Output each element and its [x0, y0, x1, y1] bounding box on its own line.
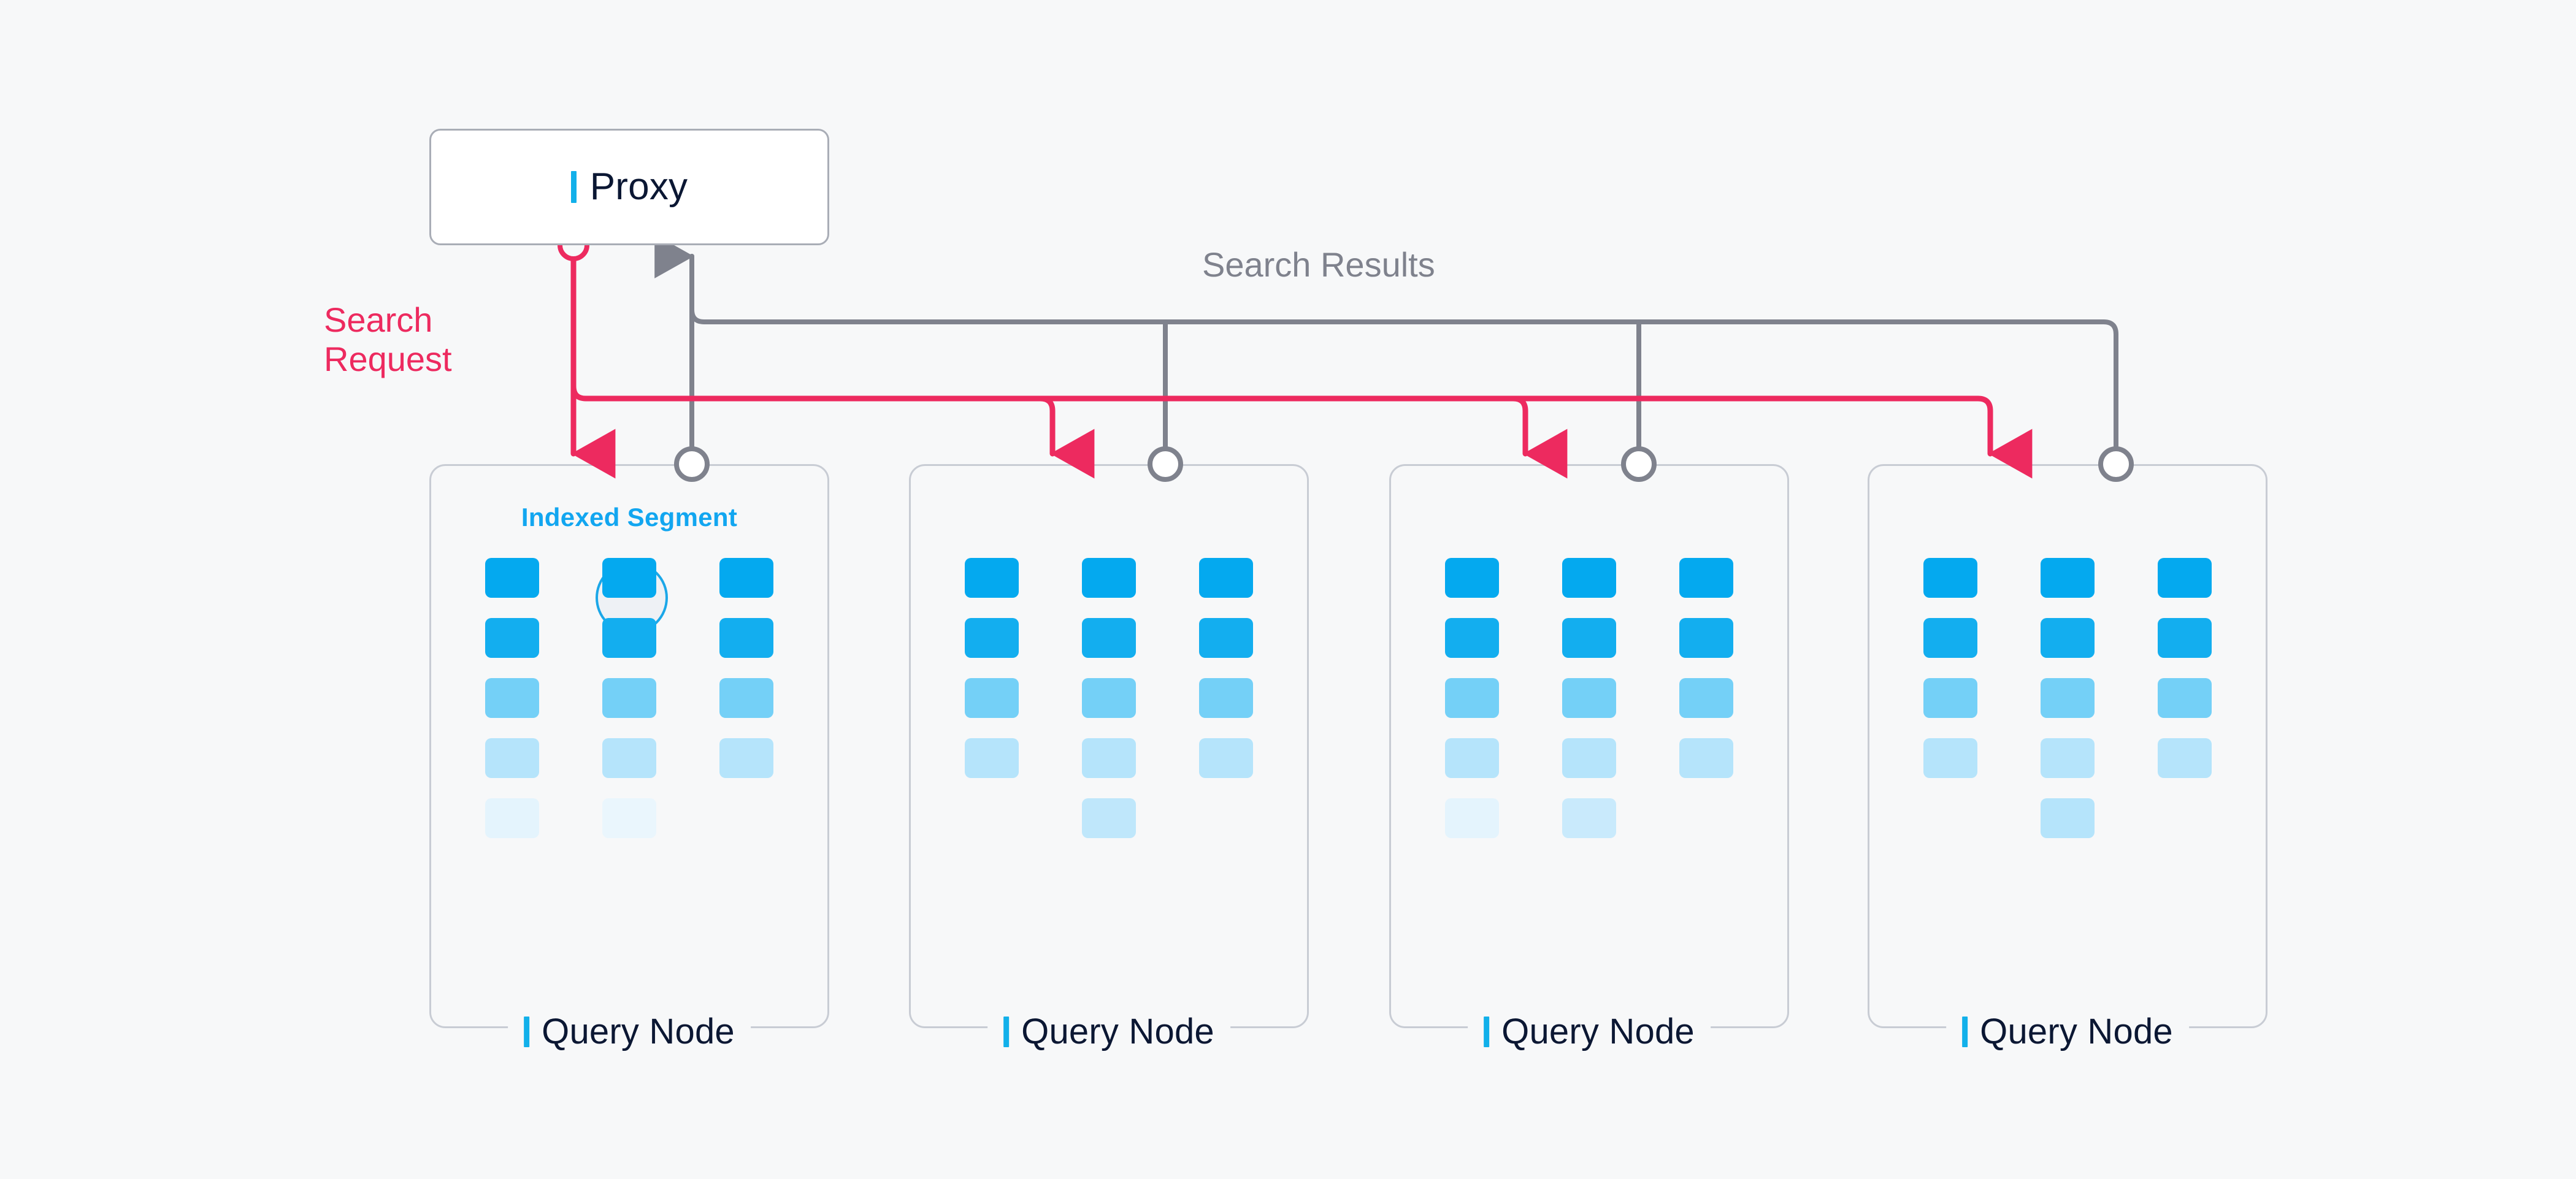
- segment-block: [2158, 558, 2212, 598]
- segment-block: [1082, 798, 1136, 838]
- request-edge-node3: [1510, 395, 1568, 479]
- segment-grid-wrap-2: [911, 466, 1307, 1026]
- segment-block: [1923, 618, 1977, 658]
- segment-block: [2041, 618, 2095, 658]
- indexed-segment-label-1: Indexed Segment: [521, 503, 738, 532]
- segment-block: [485, 678, 539, 718]
- segment-grid-4: [1923, 558, 2212, 838]
- segment-block: [719, 738, 773, 778]
- segment-block: [1679, 618, 1733, 658]
- proxy-title: Proxy: [570, 166, 688, 208]
- segment-block: [602, 738, 656, 778]
- query-node-label-2: Query Node: [987, 1014, 1230, 1050]
- accent-bar-icon: [570, 171, 577, 203]
- segment-block: [1445, 678, 1499, 718]
- segment-block: [965, 738, 1019, 778]
- segment-block: [2041, 798, 2095, 838]
- segment-block: [1445, 558, 1499, 598]
- query-node-card-4[interactable]: Query Node: [1868, 464, 2267, 1050]
- segment-block: [1562, 558, 1616, 598]
- segment-grid-3: [1445, 558, 1733, 838]
- accent-bar-icon: [1003, 1017, 1010, 1047]
- query-node-label-text-4: Query Node: [1980, 1012, 2173, 1051]
- proxy-card[interactable]: Proxy: [429, 129, 829, 245]
- segment-block: [2158, 738, 2212, 778]
- segment-block: [602, 618, 656, 658]
- search-request-label: Search Request: [324, 300, 452, 378]
- segment-block: [485, 738, 539, 778]
- segment-block: [485, 618, 539, 658]
- request-edge-node2: [1037, 395, 1095, 479]
- segment-block: [965, 678, 1019, 718]
- segment-block: [1082, 558, 1136, 598]
- query-node-card-2[interactable]: Query Node: [909, 464, 1309, 1050]
- accent-bar-icon: [1962, 1017, 1968, 1047]
- segment-block: [1923, 558, 1977, 598]
- segment-block: [1199, 618, 1253, 658]
- query-node-card-3[interactable]: Query Node: [1389, 464, 1789, 1050]
- segment-grid-wrap-1: [431, 466, 827, 1026]
- segment-block: [602, 798, 656, 838]
- segment-block: [2041, 738, 2095, 778]
- segment-block: [1562, 678, 1616, 718]
- segment-block: [719, 618, 773, 658]
- segment-block: [965, 618, 1019, 658]
- segment-block: [2041, 558, 2095, 598]
- segment-grid-1: [485, 558, 773, 838]
- segment-block: [1562, 798, 1616, 838]
- segment-grid-wrap-3: [1391, 466, 1787, 1026]
- segment-block: [602, 678, 656, 718]
- results-edge-node4: [654, 234, 2118, 465]
- accent-bar-icon: [1484, 1017, 1490, 1047]
- query-node-card-1[interactable]: Indexed Segment Query Node: [429, 464, 829, 1050]
- accent-bar-icon: [524, 1017, 530, 1047]
- query-node-label-text-2: Query Node: [1021, 1012, 1214, 1051]
- query-node-label-1: Query Node: [508, 1014, 751, 1050]
- segment-block: [1082, 618, 1136, 658]
- segment-block: [1445, 798, 1499, 838]
- query-node-label-text-1: Query Node: [542, 1012, 735, 1051]
- segment-block: [1082, 678, 1136, 718]
- segment-block: [1199, 558, 1253, 598]
- segment-block: [485, 798, 539, 838]
- segment-block: [1679, 738, 1733, 778]
- segment-block: [1199, 678, 1253, 718]
- segment-block: [1923, 738, 1977, 778]
- segment-block: [965, 558, 1019, 598]
- segment-block: [1679, 558, 1733, 598]
- segment-block: [2158, 618, 2212, 658]
- proxy-label: Proxy: [589, 166, 688, 208]
- segment-block: [1445, 618, 1499, 658]
- segment-block: [1445, 738, 1499, 778]
- segment-block: [2158, 678, 2212, 718]
- segment-block: [1679, 678, 1733, 718]
- query-node-label-text-3: Query Node: [1501, 1012, 1695, 1051]
- segment-block: [602, 558, 656, 598]
- search-results-edges: [654, 234, 2134, 482]
- results-tap-node4: [2098, 446, 2134, 482]
- query-node-label-4: Query Node: [1946, 1014, 2189, 1050]
- results-tap-node3: [1621, 446, 1657, 482]
- segment-block: [485, 558, 539, 598]
- segment-block: [1923, 678, 1977, 718]
- search-request-edges: [558, 229, 2033, 479]
- segment-block: [719, 678, 773, 718]
- segment-block: [1082, 738, 1136, 778]
- segment-block: [1562, 618, 1616, 658]
- segment-grid-wrap-4: [1869, 466, 2266, 1026]
- segment-block: [2041, 678, 2095, 718]
- segment-block: [719, 558, 773, 598]
- query-node-label-3: Query Node: [1468, 1014, 1711, 1050]
- results-tap-node2: [1148, 446, 1183, 482]
- search-results-label: Search Results: [1202, 245, 1435, 284]
- segment-block: [1199, 738, 1253, 778]
- results-tap-node1: [674, 446, 710, 482]
- segment-block: [1562, 738, 1616, 778]
- segment-grid-2: [965, 558, 1253, 838]
